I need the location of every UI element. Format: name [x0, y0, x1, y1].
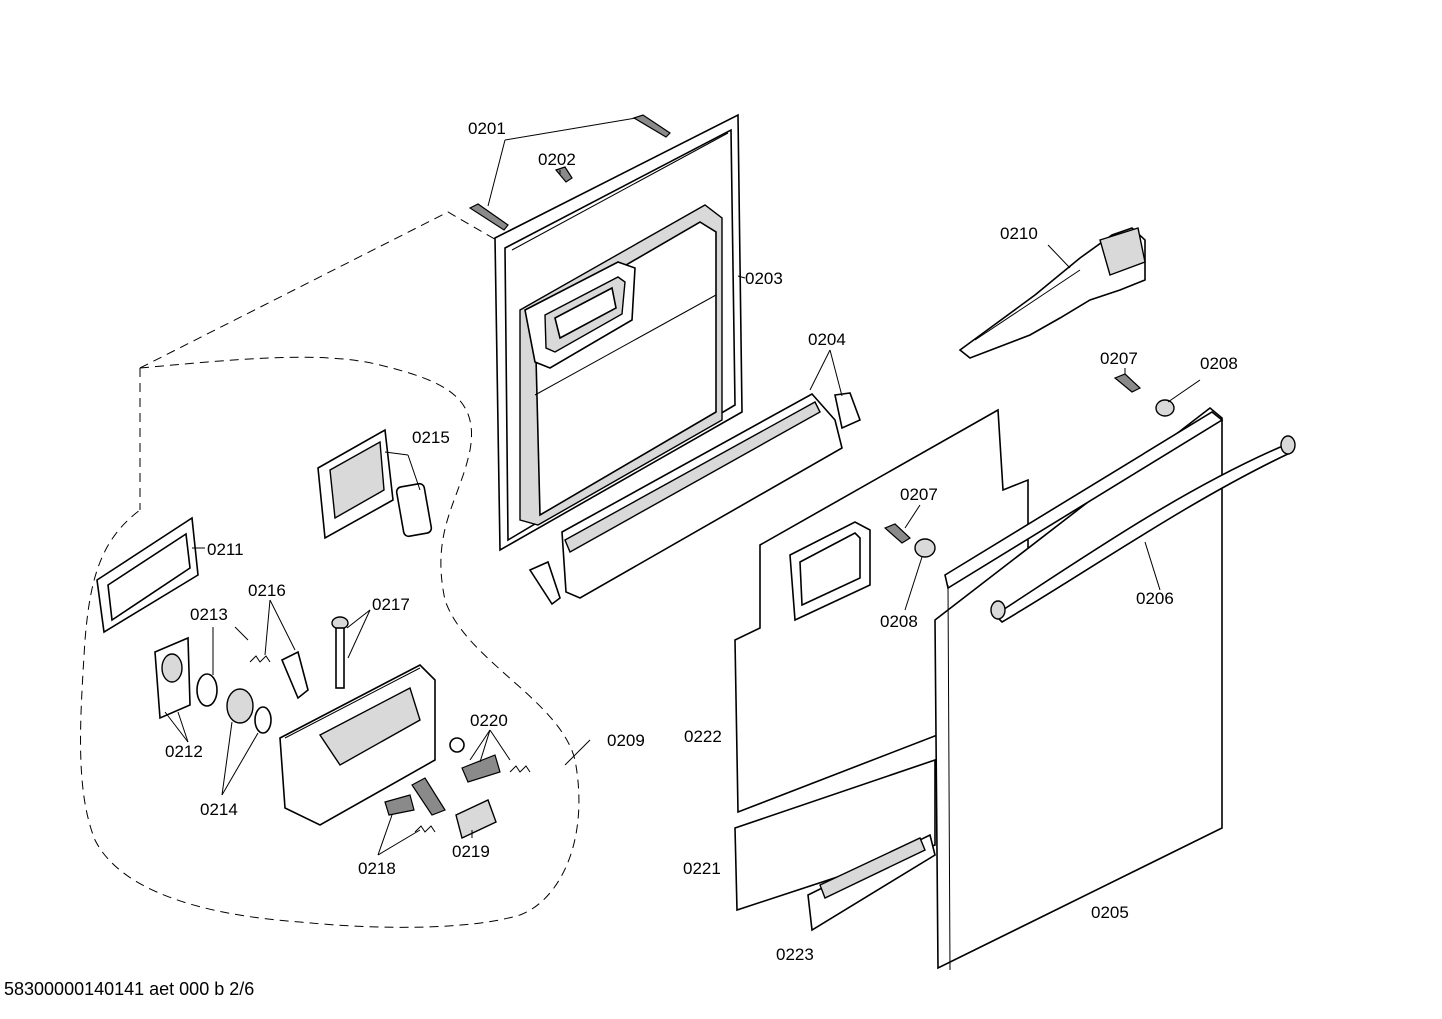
ring-icon [226, 688, 254, 724]
small-screw-icon [554, 166, 573, 183]
cover-plate [317, 428, 433, 540]
washer-icon [914, 538, 936, 558]
seal-frame [96, 516, 199, 634]
screw-icon [1113, 373, 1142, 393]
screw-icon [883, 523, 911, 544]
leader-lines [164, 117, 1201, 856]
ring-icon [196, 673, 218, 707]
pin-icon [331, 616, 349, 689]
label-0223: 0223 [776, 945, 814, 964]
lever-icon [411, 777, 446, 816]
label-0207-mid: 0207 [900, 485, 938, 504]
spring-icon [414, 825, 436, 833]
label-0215: 0215 [412, 428, 450, 447]
label-0222: 0222 [684, 727, 722, 746]
label-0217: 0217 [372, 595, 410, 614]
label-0216: 0216 [248, 581, 286, 600]
switch-icon [455, 799, 497, 839]
label-0206: 0206 [1136, 589, 1174, 608]
label-0214: 0214 [200, 800, 238, 819]
label-0208-mid: 0208 [880, 612, 918, 631]
washer-icon [1155, 399, 1175, 417]
label-0213: 0213 [190, 605, 228, 624]
screw-icon [468, 114, 671, 231]
lever-icon [384, 794, 415, 816]
inner-door-frame [494, 113, 743, 552]
label-0209: 0209 [607, 731, 645, 750]
ball-icon [449, 737, 465, 753]
document-reference: 58300000140141 aet 000 b 2/6 [4, 979, 255, 999]
subassembly-link-diagonal [139, 211, 506, 369]
label-0212: 0212 [165, 742, 203, 761]
lever-icon [280, 650, 309, 700]
label-0208-top: 0208 [1200, 354, 1238, 373]
label-0203: 0203 [745, 269, 783, 288]
label-0205: 0205 [1091, 903, 1129, 922]
lever-icon [461, 754, 501, 783]
subassembly-boundary [80, 356, 580, 928]
label-0221: 0221 [683, 859, 721, 878]
dispenser-lid [154, 636, 191, 720]
outer-door-panel [934, 406, 1224, 971]
label-0202: 0202 [538, 150, 576, 169]
spring-icon [249, 655, 271, 663]
label-0204: 0204 [808, 330, 846, 349]
label-0218: 0218 [358, 859, 396, 878]
label-0201: 0201 [468, 119, 506, 138]
label-0210: 0210 [1000, 224, 1038, 243]
label-0211: 0211 [207, 540, 244, 559]
label-0220: 0220 [470, 711, 508, 730]
label-0219: 0219 [452, 842, 490, 861]
base-strip [807, 833, 936, 932]
ring-icon [254, 706, 272, 734]
hinge-bracket [958, 227, 1146, 359]
dispenser-housing [279, 664, 436, 826]
label-0207-top: 0207 [1100, 349, 1138, 368]
door-handle [990, 435, 1296, 624]
bottom-trim-strip [528, 392, 862, 606]
spring-icon [509, 765, 531, 773]
lower-panel [734, 758, 936, 912]
